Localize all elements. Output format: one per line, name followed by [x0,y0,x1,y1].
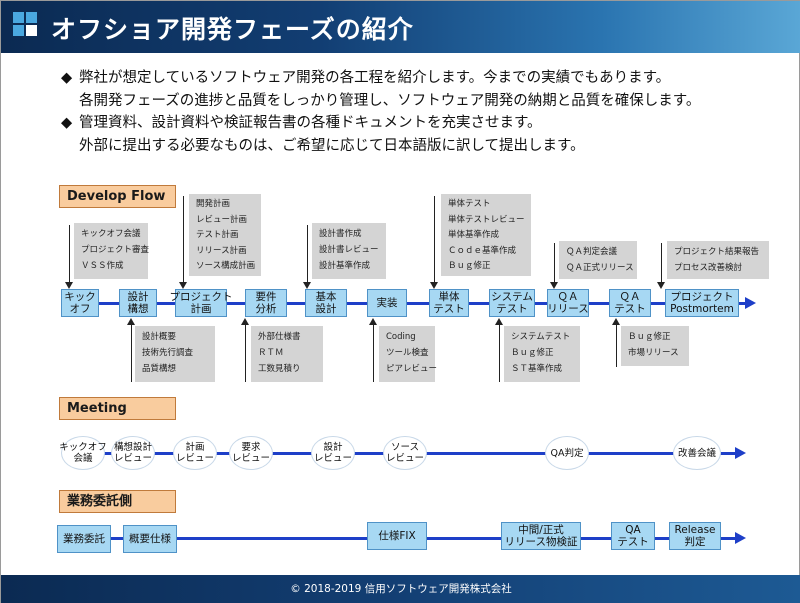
arrow-down-icon [179,282,187,289]
arrow-right-icon [745,297,756,309]
meeting-requirement-review: 要求 レビュー [229,436,273,470]
arrow-down-icon [430,282,438,289]
meeting-concept-review: 構想設計 レビュー [111,436,155,470]
diamond-bullet-icon: ◆ [61,115,73,131]
bullet-text: 各開発フェーズの進捗と品質をしっかり管理し、ソフトウェア開発の納期と品質を確保し… [79,92,701,109]
stage-qa-test: ＱＡ テスト [609,289,651,317]
stage-qa-release: ＱＡ リリース [547,289,589,317]
arrow-down-icon [303,282,311,289]
bullet-row: ◆ 管理資料、設計資料や検証報告書の各種ドキュメントを充実させます。 [61,112,700,135]
arrow-up-icon [241,318,249,325]
section-meeting: Meeting [59,397,176,420]
arrow-up-icon [495,318,503,325]
header-bar: オフショア開発フェーズの紹介 [1,1,800,53]
doc-box-basic-design: 設計書作成設計書レビュー設計基準作成 [312,223,386,279]
stage-project-plan: プロジェクト 計画 [169,289,233,317]
arrow-right-icon [735,532,746,544]
meeting-source-review: ソース レビュー [383,436,427,470]
bullet-text: 弊社が想定しているソフトウェア開発の各工程を紹介します。今までの実績でもあります… [79,70,671,86]
stage-implementation: 実装 [367,289,407,317]
meeting-design-review: 設計 レビュー [311,436,355,470]
arrow-up-icon [127,318,135,325]
client-task-release-verify: 中間/正式 リリース物検証 [501,522,581,550]
doc-box-qa-test: Ｂｕｇ修正市場リリース [621,326,689,366]
client-task-qa-test: QA テスト [611,522,655,550]
client-task-outsourcing: 業務委託 [57,525,111,553]
footer-copyright: © 2018-2019 信用ソフトウェア開発株式会社 [1,575,800,603]
doc-box-postmortem: プロジェクト結果報告プロセス改善検討 [667,241,769,279]
stage-unit-test: 単体 テスト [429,289,469,317]
meeting-improvement: 改善会議 [673,436,721,470]
section-develop-flow: Develop Flow [59,185,176,208]
stage-requirements: 要件 分析 [245,289,287,317]
meeting-qa-judgement: QA判定 [545,436,589,470]
logo-icon [13,12,39,38]
stage-concept-design: 設計 構想 [119,289,157,317]
meeting-plan-review: 計画 レビュー [173,436,217,470]
diamond-bullet-icon: ◆ [61,70,73,86]
meeting-kickoff: キックオフ 会議 [59,436,107,470]
client-task-spec-fix: 仕様FIX [367,522,427,550]
bullet-row: ◆ 弊社が想定しているソフトウェア開発の各工程を紹介します。今までの実績でもありま… [61,67,700,90]
arrow-down-icon [657,282,665,289]
intro-bullets: ◆ 弊社が想定しているソフトウェア開発の各工程を紹介します。今までの実績でもありま… [61,67,700,157]
section-client-side: 業務委託側 [59,490,176,513]
stage-basic-design: 基本 設計 [305,289,347,317]
page-title: オフショア開発フェーズの紹介 [51,15,414,44]
stage-system-test: システム テスト [489,289,535,317]
bullet-row: 各開発フェーズの進捗と品質をしっかり管理し、ソフトウェア開発の納期と品質を確保し… [61,90,700,113]
arrow-down-icon [550,282,558,289]
doc-box-planning: 開発計画レビュー計画テスト計画リリース計画ソース構成計画 [189,194,261,276]
stage-postmortem: プロジェクト Postmortem [665,289,739,317]
arrow-right-icon [735,447,746,459]
bullet-row: 外部に提出する必要なものは、ご希望に応じて日本語版に訳して提出します。 [61,135,700,158]
doc-box-concept: 設計概要技術先行調査品質構想 [135,326,215,382]
stage-kickoff: キック オフ [61,289,99,317]
bullet-text: 外部に提出する必要なものは、ご希望に応じて日本語版に訳して提出します。 [79,137,585,154]
arrow-down-icon [65,282,73,289]
client-task-release-decision: Release 判定 [669,522,721,550]
client-task-spec-outline: 概要仕様 [123,525,177,553]
arrow-up-icon [612,318,620,325]
arrow-up-icon [369,318,377,325]
bullet-text: 管理資料、設計資料や検証報告書の各種ドキュメントを充実させます。 [79,115,542,131]
